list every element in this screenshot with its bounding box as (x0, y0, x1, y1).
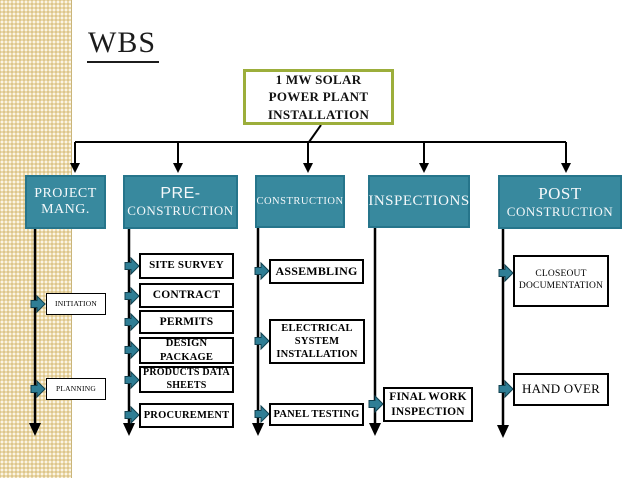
arrow-down-icon (29, 423, 41, 436)
node-label: CONSTRUCTION (506, 204, 614, 219)
node-construction: CONSTRUCTION (255, 175, 345, 228)
arrow-down-icon (252, 423, 264, 436)
arrow-down-icon (123, 423, 135, 436)
node-post-construction: POST CONSTRUCTION (498, 175, 622, 229)
node-site-survey: SITE SURVEY (139, 253, 234, 279)
arrow-right-icon (30, 379, 46, 399)
arrow-right-icon (124, 340, 140, 360)
node-pre-construction: PRE- CONSTRUCTION (123, 175, 238, 229)
root-connector-line (308, 124, 322, 143)
node-project-mang: PROJECT MANG. (25, 175, 106, 229)
node-electrical-system-installation: ELECTRICAL SYSTEM INSTALLATION (269, 319, 365, 364)
root-node: 1 MW SOLAR POWER PLANT INSTALLATION (243, 69, 394, 125)
node-design-package: DESIGN PACKAGE (139, 337, 234, 364)
arrow-right-icon (124, 286, 140, 306)
arrow-right-icon (254, 331, 270, 351)
node-final-work-inspection: FINAL WORK INSPECTION (383, 387, 473, 422)
node-products-data-sheets: PRODUCTS DATA SHEETS (139, 366, 234, 393)
arrow-right-icon (124, 312, 140, 332)
node-permits: PERMITS (139, 310, 234, 334)
node-label: MANG. (41, 202, 90, 217)
node-label: PROJECT (34, 186, 97, 201)
node-procurement: PROCUREMENT (139, 403, 234, 428)
arrow-down-icon (70, 163, 80, 173)
arrow-right-icon (124, 256, 140, 276)
arrow-right-icon (498, 379, 514, 399)
node-label: CONSTRUCTION (127, 203, 234, 218)
node-label: PRE- (160, 185, 201, 202)
node-panel-testing: PANEL TESTING (269, 403, 364, 426)
arrow-right-icon (498, 263, 514, 283)
arrow-down-icon (497, 425, 509, 438)
arrow-right-icon (30, 294, 46, 314)
page-title: WBS (87, 26, 160, 63)
arrow-down-icon (561, 163, 571, 173)
arrow-down-icon (303, 163, 313, 173)
arrow-right-icon (124, 405, 140, 425)
node-closeout-documentation: CLOSEOUT DOCUMENTATION (513, 255, 609, 307)
node-label: INSPECTIONS (368, 193, 470, 209)
arrow-down-icon (369, 423, 381, 436)
node-contract: CONTRACT (139, 283, 234, 308)
node-label: CONSTRUCTION (256, 196, 344, 207)
node-initiation: INITIATION (46, 293, 106, 315)
arrow-down-icon (173, 163, 183, 173)
arrow-right-icon (254, 404, 270, 424)
node-label: POST (538, 184, 582, 203)
node-hand-over: HAND OVER (513, 373, 609, 406)
arrow-right-icon (368, 394, 384, 414)
node-planning: PLANNING (46, 378, 106, 400)
node-inspections: INSPECTIONS (368, 175, 470, 228)
arrow-down-icon (419, 163, 429, 173)
arrow-right-icon (124, 370, 140, 390)
arrow-right-icon (254, 261, 270, 281)
node-assembling: ASSEMBLING (269, 259, 364, 284)
